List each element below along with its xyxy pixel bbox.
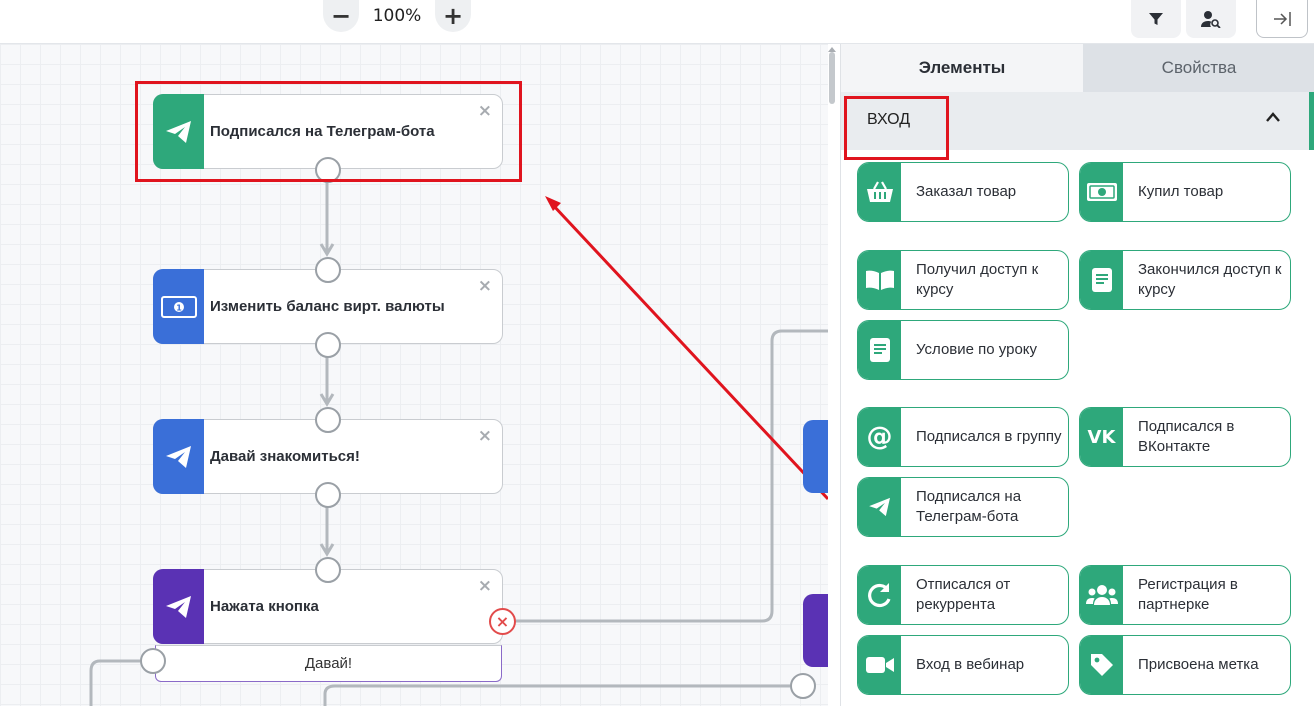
panel-item-webinar-entry[interactable]: Вход в вебинар — [857, 635, 1069, 695]
panel-item-subscribed-group[interactable]: @ Подписался в группу — [857, 407, 1069, 467]
canvas-scrollbar[interactable] — [829, 52, 835, 104]
node-input-port[interactable] — [315, 257, 341, 283]
connector-lines — [89, 181, 828, 706]
node-close-icon[interactable]: × — [477, 426, 492, 446]
section-title: ВХОД — [867, 111, 911, 128]
error-port-icon[interactable]: × — [489, 608, 516, 635]
telegram-icon — [165, 120, 191, 143]
filter-button[interactable] — [1131, 0, 1181, 38]
top-toolbar: − 100% + — [0, 0, 1314, 44]
elements-panel: Элементы Свойства ВХОД Заказал товар Куп… — [840, 44, 1314, 706]
panel-item-unsubscribed-recurring[interactable]: Отписался от рекуррента — [857, 565, 1069, 625]
panel-item-partner-registration[interactable]: Регистрация в партнерке — [1079, 565, 1291, 625]
panel-item-subscribed-telegram-bot[interactable]: Подписался на Телеграм-бота — [857, 477, 1069, 537]
at-icon: @ — [866, 422, 893, 452]
node-title: Нажата кнопка — [210, 598, 319, 615]
book-icon — [869, 338, 890, 362]
zoom-in-button[interactable]: + — [435, 0, 471, 32]
section-header-entry[interactable]: ВХОД — [841, 92, 1314, 150]
workflow-node-button-pressed[interactable]: Нажата кнопка × — [153, 557, 503, 644]
collapse-panel-button[interactable] — [1256, 0, 1308, 38]
vk-icon: VK — [1087, 426, 1116, 448]
video-icon — [865, 657, 894, 673]
node-icon-area — [153, 419, 204, 494]
node-output-port[interactable] — [315, 482, 341, 508]
panel-item-got-course-access[interactable]: Получил доступ к курсу — [857, 250, 1069, 310]
panel-item-ordered-product[interactable]: Заказал товар — [857, 162, 1069, 222]
telegram-icon — [165, 595, 191, 618]
workflow-node-lets-meet[interactable]: Давай знакомиться! × — [153, 407, 503, 508]
user-search-button[interactable] — [1186, 0, 1236, 38]
panel-scrollbar[interactable] — [1309, 92, 1314, 150]
panel-item-label: Присвоена метка — [1138, 656, 1259, 673]
button-option-port[interactable] — [140, 648, 166, 674]
panel-item-course-access-ended[interactable]: Закончился доступ к курсу — [1079, 250, 1291, 310]
book-icon — [1091, 268, 1112, 292]
node-input-port[interactable] — [315, 407, 341, 433]
users-icon — [1085, 585, 1118, 605]
tab-elements[interactable]: Элементы — [841, 44, 1083, 92]
node-title: Подписался на Телеграм-бота — [210, 123, 435, 140]
panel-item-label: Вход в вебинар — [916, 656, 1025, 673]
panel-item-tag-assigned[interactable]: Присвоена метка — [1079, 635, 1291, 695]
scroll-up-icon[interactable] — [828, 47, 836, 52]
collapse-panel-icon — [1274, 11, 1291, 26]
user-search-icon — [1201, 11, 1221, 28]
node-input-port[interactable] — [315, 557, 341, 583]
panel-item-label: Регистрация в партнерке — [1138, 576, 1238, 613]
panel-item-label: Условие по уроку — [916, 341, 1038, 358]
banknote-icon — [1086, 183, 1117, 201]
node-icon-area — [153, 94, 204, 169]
panel-item-label: Получил доступ к курсу — [916, 261, 1039, 298]
panel-item-label: Подписался в группу — [916, 428, 1062, 445]
node-partial-blue[interactable] — [803, 420, 828, 493]
node-partial-purple[interactable] — [803, 594, 828, 667]
panel-item-label: Подписался в ВКонтакте — [1138, 418, 1235, 455]
tab-properties[interactable]: Свойства — [1083, 44, 1314, 92]
highlight-box-section — [844, 96, 949, 160]
panel-item-bought-product[interactable]: Купил товар — [1079, 162, 1291, 222]
filter-icon — [1149, 13, 1163, 25]
workflow-node-telegram-subscribe[interactable]: Подписался на Телеграм-бота × — [153, 94, 503, 183]
node-title: Давай знакомиться! — [210, 448, 360, 465]
node-title: Изменить баланс вирт. валюты — [210, 298, 445, 315]
panel-item-label: Отписался от рекуррента — [916, 576, 1011, 613]
panel-item-label: Подписался на Телеграм-бота — [916, 488, 1022, 525]
panel-item-subscribed-vk[interactable]: VK Подписался в ВКонтакте — [1079, 407, 1291, 467]
node-icon-area: 1 — [153, 269, 204, 344]
svg-text:1: 1 — [176, 303, 182, 312]
panel-item-label: Закончился доступ к курсу — [1138, 261, 1282, 298]
telegram-icon — [868, 497, 890, 517]
node-output-port[interactable] — [315, 332, 341, 358]
node-close-icon[interactable]: × — [477, 576, 492, 596]
node-button-option[interactable]: Давай! — [155, 645, 502, 682]
node-icon-area — [153, 569, 204, 644]
banknote-icon: 1 — [160, 295, 197, 318]
panel-item-label: Заказал товар — [916, 183, 1017, 200]
connector-port[interactable] — [790, 673, 816, 699]
node-close-icon[interactable]: × — [477, 101, 492, 121]
node-output-port[interactable] — [315, 157, 341, 183]
workflow-node-change-balance[interactable]: 1 Изменить баланс вирт. валюты × — [153, 257, 503, 358]
refresh-icon — [867, 583, 890, 608]
workflow-canvas[interactable]: Подписался на Телеграм-бота × 1 Изменить… — [0, 44, 828, 706]
chevron-up-icon[interactable] — [1265, 110, 1281, 128]
zoom-level: 100% — [372, 6, 422, 26]
panel-item-label: Купил товар — [1138, 183, 1224, 200]
zoom-out-button[interactable]: − — [323, 0, 359, 32]
node-close-icon[interactable]: × — [477, 276, 492, 296]
highlight-box — [135, 81, 522, 182]
basket-icon — [866, 181, 893, 202]
panel-item-lesson-condition[interactable]: Условие по уроку — [857, 320, 1069, 380]
telegram-icon — [165, 445, 191, 468]
open-book-icon — [865, 270, 894, 290]
tag-icon — [1090, 654, 1113, 676]
